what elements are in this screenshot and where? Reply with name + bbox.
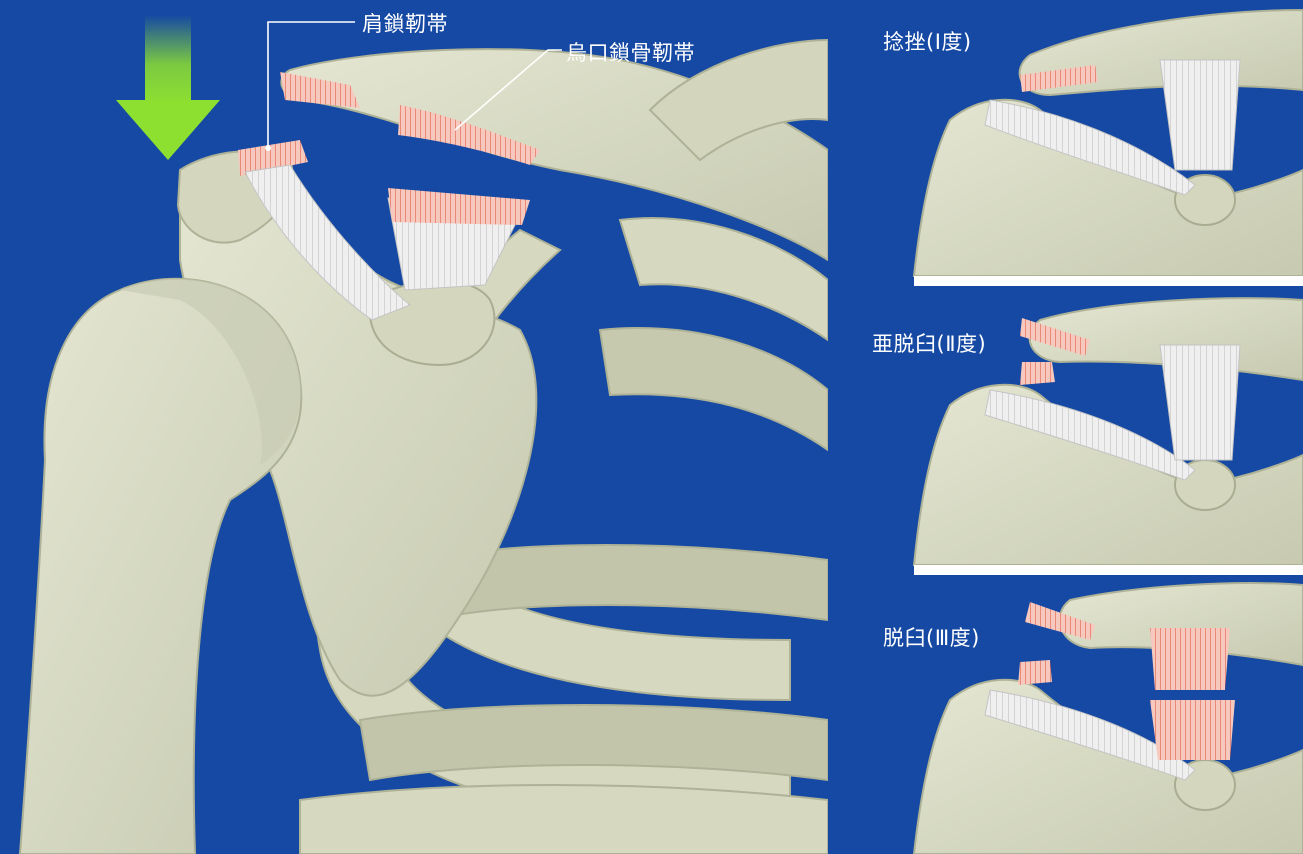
- label-acromioclavicular-ligament: 肩鎖靭帯: [362, 8, 448, 38]
- panel-label-dislocation: 脱臼(Ⅲ度): [883, 622, 980, 652]
- panel-sprain: [914, 0, 1303, 276]
- label-coracoclavicular-ligament: 烏口鎖骨靭帯: [566, 37, 695, 67]
- leader-dot: [265, 145, 271, 151]
- main-figure: [0, 0, 828, 854]
- panel-gutter: [828, 0, 914, 854]
- panel-divider: [914, 565, 1303, 575]
- panel-label-sprain: 捻挫(Ⅰ度): [883, 26, 972, 56]
- panel-label-subluxation: 亜脱臼(Ⅱ度): [872, 328, 986, 358]
- panel-dislocation: [914, 575, 1303, 854]
- panel-divider: [914, 276, 1303, 286]
